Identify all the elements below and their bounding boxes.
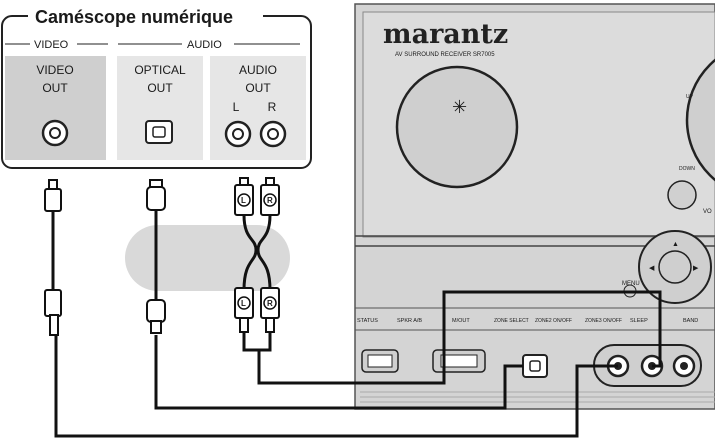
plug-marker-right-bottom: R (267, 299, 273, 308)
receiver-model: AV SURROUND RECEIVER SR7005 (395, 52, 495, 58)
audio-group-label: AUDIO (187, 39, 222, 51)
knob-up-label: UP (686, 94, 694, 100)
av-receiver: marantz AV SURROUND RECEIVER SR7005 ✳ UP… (354, 3, 715, 410)
camcorder-title: Caméscope numérique (35, 7, 233, 27)
cable-routes (51, 210, 662, 438)
camcorder-panel: Caméscope numérique VIDEO AUDIO VIDEO OU… (1, 7, 312, 169)
audio-out-label-1: AUDIO (239, 63, 277, 77)
video-out-label-2: OUT (42, 81, 68, 95)
volume-knob[interactable] (685, 42, 715, 198)
cable-background-shape (125, 225, 290, 291)
small-round-button[interactable] (667, 180, 697, 210)
video-out-label-1: VIDEO (36, 63, 73, 77)
band-button-label[interactable]: BAND (683, 318, 698, 324)
button-label-strip: STATUS SPKR A/B M/OUT ZONE SELECT ZONE2 … (357, 318, 698, 324)
cursor-right-icon[interactable]: ▶ (693, 265, 699, 272)
mout-button-label[interactable]: M/OUT (452, 318, 470, 324)
plug-marker-left-bottom: L (241, 299, 246, 308)
receiver-brand-logo: marantz (383, 19, 508, 50)
zone-select-button-label[interactable]: ZONE SELECT (494, 318, 529, 324)
audio-out-right-label: R (268, 100, 277, 114)
knob-down-label: DOWN (679, 166, 695, 172)
plug-marker-right-top: R (267, 196, 273, 205)
cursor-up-icon[interactable]: ▲ (672, 241, 679, 248)
menu-label: MENU (622, 281, 640, 287)
status-button-label[interactable]: STATUS (357, 318, 378, 324)
optical-out-label-2: OUT (147, 81, 173, 95)
sleep-button-label[interactable]: SLEEP (630, 318, 648, 324)
spkr-button-label[interactable]: SPKR A/B (397, 318, 422, 324)
cursor-left-icon[interactable]: ◀ (649, 265, 655, 272)
video-group-label: VIDEO (34, 39, 69, 51)
audio-plug-markers: L R L R (237, 193, 277, 310)
plug-marker-left-top: L (241, 196, 246, 205)
knob-indicator-star: ✳ (452, 97, 467, 117)
audio-out-panel (210, 56, 306, 160)
audio-out-left-label: L (233, 100, 240, 114)
zone2-button-label[interactable]: ZONE2 ON/OFF (535, 318, 572, 324)
optical-out-label-1: OPTICAL (134, 63, 186, 77)
cursor-enter-button[interactable] (658, 250, 692, 284)
volume-label-fragment: VO (703, 209, 712, 215)
audio-out-label-2: OUT (245, 81, 271, 95)
zone3-button-label[interactable]: ZONE3 ON/OFF (585, 318, 622, 324)
input-selector-knob[interactable] (395, 65, 519, 189)
